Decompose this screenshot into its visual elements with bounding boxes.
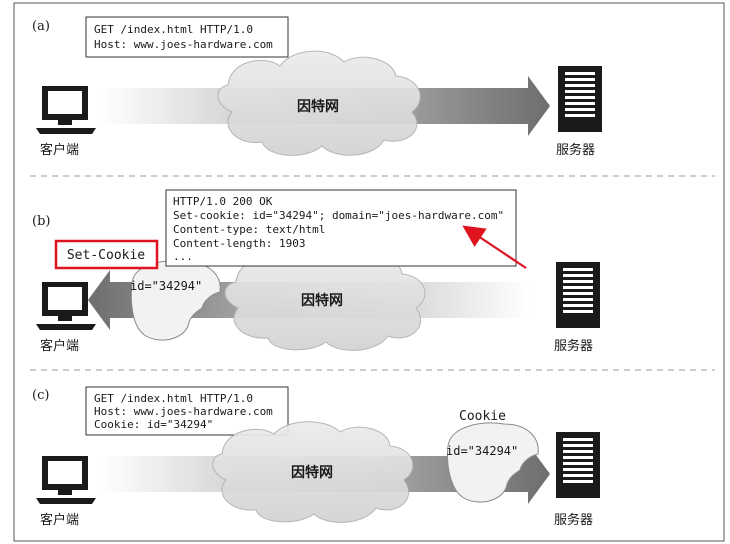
message-line: Content-length: 1903 bbox=[173, 237, 305, 250]
monitor-icon bbox=[36, 282, 96, 330]
set-cookie-highlight bbox=[54, 239, 159, 270]
message-line: GET /index.html HTTP/1.0 bbox=[94, 392, 253, 405]
message-line: Set-cookie: id="34294"; domain="joes-har… bbox=[173, 209, 504, 222]
panel-label: (b) bbox=[32, 214, 50, 229]
client-label: 客户端 bbox=[40, 142, 79, 158]
figure-frame bbox=[13, 2, 725, 542]
network-label: 因特网 bbox=[301, 292, 343, 309]
panel-label: (a) bbox=[32, 19, 50, 34]
message-line: Cookie: id="34294" bbox=[94, 418, 213, 431]
cookie-value: id="34294" bbox=[130, 279, 202, 293]
server-label: 服务器 bbox=[554, 512, 593, 528]
http-message-box bbox=[165, 189, 517, 267]
http-message-box bbox=[85, 16, 289, 58]
internet-cloud-icon bbox=[212, 421, 414, 523]
network-label: 因特网 bbox=[291, 464, 333, 481]
server-tower-icon bbox=[558, 66, 602, 132]
server-label: 服务器 bbox=[556, 142, 595, 158]
cookie-value: id="34294" bbox=[446, 444, 518, 458]
panel-c: (c) GET /index.html HTTP/1.0 Host: www.j… bbox=[32, 386, 600, 528]
network-label: 因特网 bbox=[297, 98, 339, 115]
client-label: 客户端 bbox=[40, 512, 79, 528]
message-line: HTTP/1.0 200 OK bbox=[173, 195, 273, 208]
highlight-label: Set-Cookie bbox=[67, 248, 145, 263]
message-line: ... bbox=[173, 250, 193, 263]
http-message-box bbox=[85, 386, 289, 436]
message-line: Content-type: text/html bbox=[173, 223, 325, 236]
server-tower-icon bbox=[556, 432, 600, 498]
client-label: 客户端 bbox=[40, 338, 79, 354]
server-tower-icon bbox=[556, 262, 600, 328]
cookie-caption: Cookie bbox=[459, 409, 506, 424]
panel-b: (b) 因特网 id="34294" HTTP/1.0 200 OK Set-c… bbox=[32, 189, 600, 354]
message-line: Host: www.joes-hardware.com bbox=[94, 38, 273, 51]
panel-a: (a) GET /index.html HTTP/1.0 Host: www.j… bbox=[32, 16, 602, 158]
monitor-icon bbox=[36, 86, 96, 134]
message-line: GET /index.html HTTP/1.0 bbox=[94, 23, 253, 36]
server-label: 服务器 bbox=[554, 338, 593, 354]
internet-cloud-icon bbox=[217, 50, 421, 156]
message-line: Host: www.joes-hardware.com bbox=[94, 405, 273, 418]
panel-label: (c) bbox=[32, 388, 49, 403]
cookie-icon bbox=[447, 422, 539, 503]
monitor-icon bbox=[36, 456, 96, 504]
red-pointer-arrow bbox=[462, 225, 527, 269]
